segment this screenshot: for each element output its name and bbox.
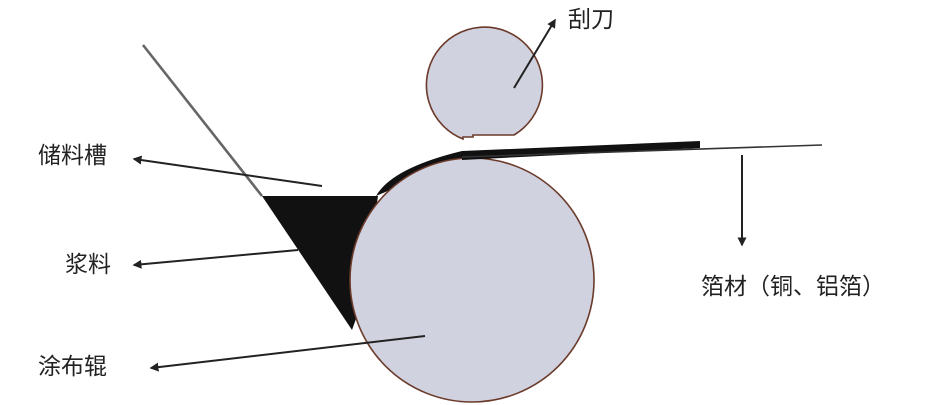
slurry-wedge [262, 196, 378, 330]
blade-label: 刮刀 [568, 7, 614, 33]
foil-label: 箔材（铜、铝箔） [701, 274, 885, 300]
doctor-blade-roll [425, 26, 544, 141]
blade-arrow [513, 18, 556, 89]
reservoir-label: 储料槽 [38, 143, 107, 169]
slurry-label: 浆料 [65, 252, 111, 278]
foil [461, 144, 823, 158]
coating-roller [349, 157, 595, 403]
reservoir-arrow [132, 155, 323, 187]
reservoir-wall [141, 44, 264, 197]
roller-label: 涂布辊 [38, 354, 107, 380]
slurry-arrow [132, 249, 299, 269]
roller-arrow [149, 335, 426, 372]
